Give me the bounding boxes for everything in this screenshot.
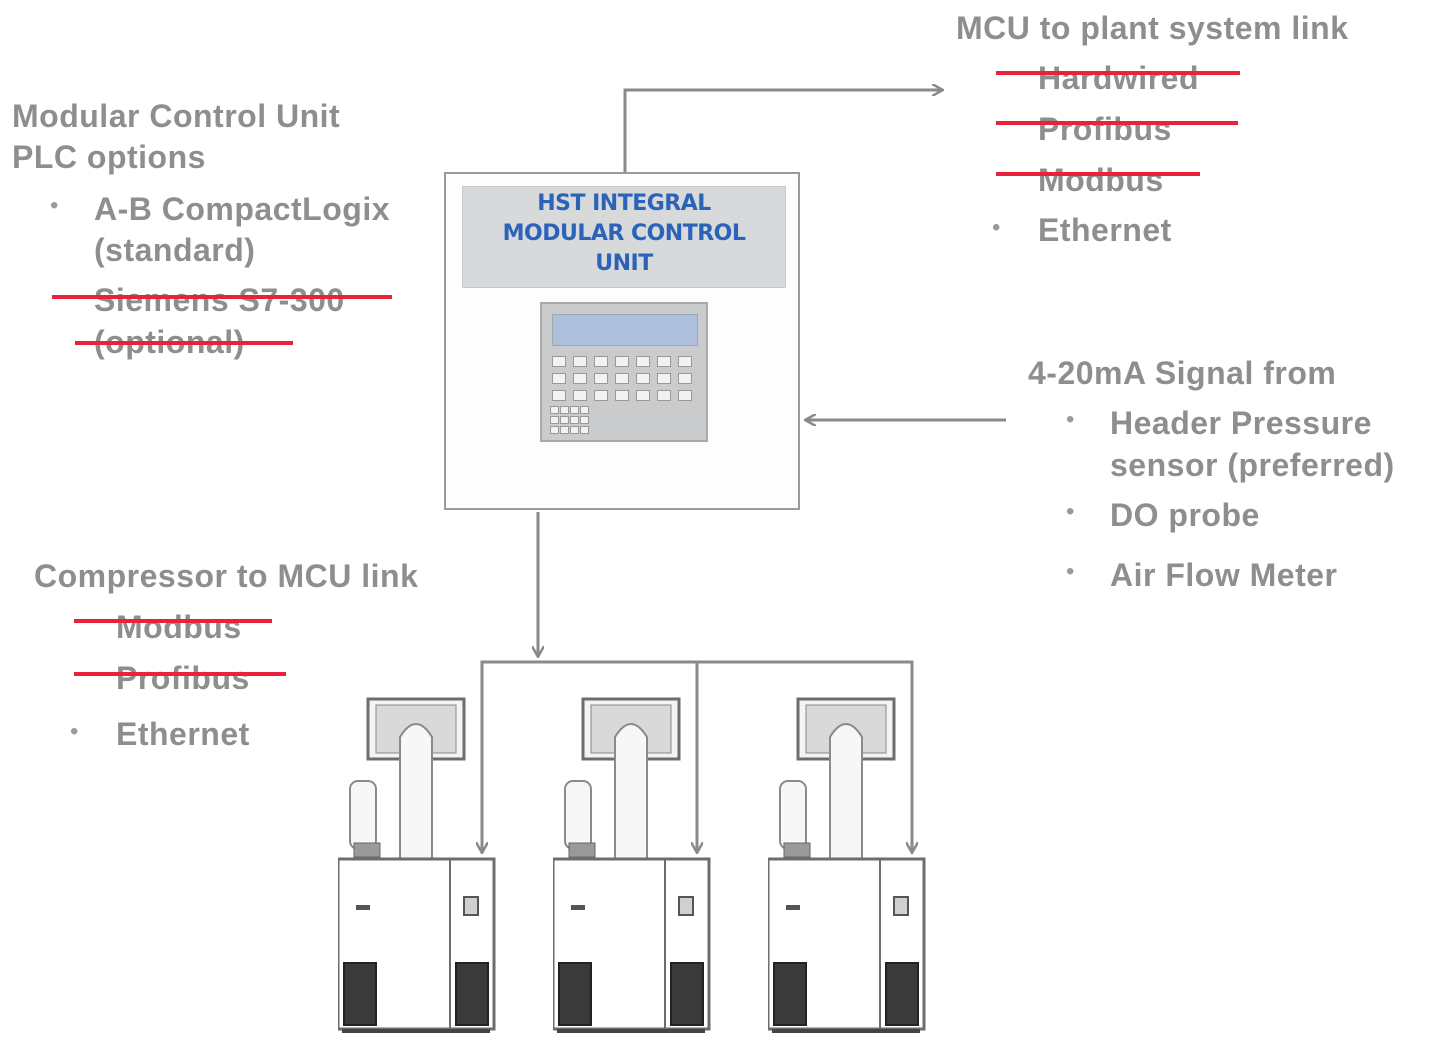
plc-item-compactlogix: A-B CompactLogix: [94, 191, 390, 227]
mcu-label-line2: MODULAR CONTROL: [502, 221, 746, 246]
hmi-key: [560, 416, 569, 424]
hmi-key: [550, 416, 559, 424]
compressor-unit: [553, 697, 711, 1033]
plc-options-title-line2: PLC options: [12, 139, 206, 175]
hmi-key: [580, 406, 589, 414]
hmi-key: [570, 426, 579, 434]
plant-link-item-ethernet: Ethernet: [1038, 212, 1172, 248]
signal-title: 4-20mA Signal from: [1028, 355, 1337, 391]
hmi-key: [573, 373, 587, 384]
bullet: •: [70, 718, 79, 745]
plant-link-item-modbus: Modbus: [1038, 162, 1164, 198]
hmi-key: [552, 356, 566, 367]
hmi-key: [636, 390, 650, 401]
hmi-key: [573, 390, 587, 401]
hmi-key: [636, 373, 650, 384]
hmi-key: [552, 373, 566, 384]
bullet: •: [50, 192, 59, 219]
signal-item-air-flow-meter: Air Flow Meter: [1110, 557, 1338, 593]
plant-link-item-profibus: Profibus: [1038, 111, 1172, 147]
strikethrough: [52, 295, 392, 299]
hmi-key: [550, 426, 559, 434]
hmi-key: [560, 426, 569, 434]
compressor-link-item-modbus: Modbus: [116, 609, 242, 645]
hmi-key: [615, 356, 629, 367]
hmi-key: [570, 416, 579, 424]
hmi-key: [580, 426, 589, 434]
strikethrough: [75, 341, 293, 345]
strikethrough: [74, 619, 272, 623]
signal-item-do-probe: DO probe: [1110, 497, 1260, 533]
plc-item-compactlogix-note: (standard): [94, 232, 256, 268]
compressor-unit: [768, 697, 926, 1033]
plant-link-item-hardwired: Hardwired: [1038, 60, 1199, 96]
hmi-key: [580, 416, 589, 424]
bullet: •: [992, 214, 1001, 241]
hmi-key: [594, 390, 608, 401]
mcu-to-plant-arrow: [623, 90, 942, 172]
strikethrough: [996, 121, 1238, 125]
mcu-label-line1: HST INTEGRAL: [537, 191, 711, 216]
strikethrough: [996, 71, 1240, 75]
hmi-key: [560, 406, 569, 414]
mcu-label-line3: UNIT: [595, 251, 653, 276]
signal-item-header-pressure-note: sensor (preferred): [1110, 447, 1395, 483]
bullet: •: [1066, 498, 1075, 525]
hmi-key: [573, 356, 587, 367]
bullet: •: [1066, 558, 1075, 585]
plc-item-siemens: Siemens S7-300: [94, 282, 345, 318]
hmi-key: [657, 356, 671, 367]
strikethrough: [996, 172, 1200, 176]
compressor-link-item-profibus: Profibus: [116, 660, 250, 696]
signal-item-header-pressure: Header Pressure: [1110, 405, 1372, 441]
mcu-cabinet: HST INTEGRAL MODULAR CONTROL UNIT: [444, 172, 800, 510]
hmi-key: [615, 373, 629, 384]
hmi-key: [678, 373, 692, 384]
hmi-key: [615, 390, 629, 401]
hmi-key: [594, 373, 608, 384]
compressor-link-item-ethernet: Ethernet: [116, 716, 250, 752]
hmi-screen: [552, 314, 698, 346]
bullet: •: [1066, 406, 1075, 433]
hmi-panel: [540, 302, 708, 442]
hmi-key: [594, 356, 608, 367]
hmi-key: [550, 406, 559, 414]
hmi-key: [636, 356, 650, 367]
plc-options-title-line1: Modular Control Unit: [12, 98, 341, 134]
compressor-link-title: Compressor to MCU link: [34, 558, 419, 594]
hmi-key: [552, 390, 566, 401]
hmi-key: [678, 390, 692, 401]
hmi-key: [657, 390, 671, 401]
hmi-key: [570, 406, 579, 414]
hmi-key: [678, 356, 692, 367]
compressor-unit: [338, 697, 496, 1033]
mcu-label: HST INTEGRAL MODULAR CONTROL UNIT: [462, 186, 786, 288]
plant-link-title: MCU to plant system link: [956, 10, 1349, 46]
strikethrough: [74, 672, 286, 676]
hmi-key: [657, 373, 671, 384]
